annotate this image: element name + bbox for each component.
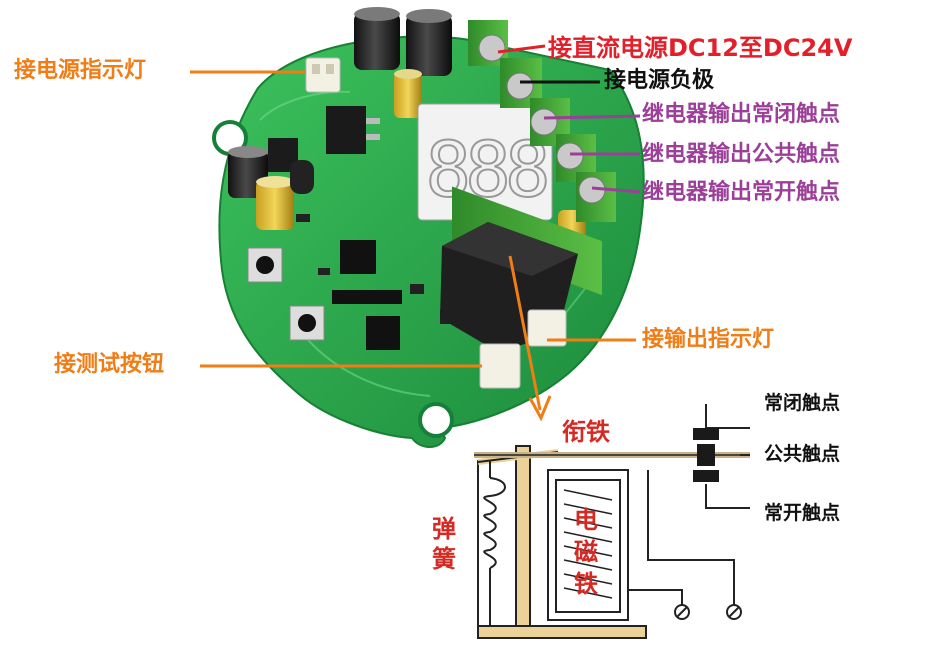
optocoupler-chip bbox=[366, 316, 400, 350]
label-power-indicator: 接电源指示灯 bbox=[14, 58, 147, 83]
label-armature: 衔铁 bbox=[562, 418, 610, 446]
regulator-chip bbox=[326, 106, 380, 154]
label-no: 常开触点 bbox=[764, 502, 841, 524]
contact-points bbox=[674, 428, 742, 620]
test-button-connector bbox=[479, 343, 521, 389]
label-output-indicator: 接输出指示灯 bbox=[642, 327, 775, 352]
capacitor-small-gold-top bbox=[394, 69, 422, 118]
label-no-contact: 继电器输出常开触点 bbox=[642, 180, 841, 205]
label-spring: 弹簧 bbox=[432, 515, 456, 573]
leader-lines bbox=[190, 44, 641, 422]
label-nc-contact: 继电器输出常闭触点 bbox=[642, 102, 841, 127]
capacitor-left-gold bbox=[256, 176, 294, 230]
label-com: 公共触点 bbox=[764, 443, 841, 465]
label-test-button: 接测试按钮 bbox=[54, 352, 165, 377]
reset-button bbox=[247, 247, 283, 283]
label-negative: 接电源负极 bbox=[604, 68, 715, 93]
label-electromagnet: 电磁铁 bbox=[574, 506, 598, 598]
capacitor-top-left bbox=[354, 7, 400, 70]
inductor bbox=[290, 160, 314, 194]
label-dc-input: 接直流电源DC12至DC24V bbox=[548, 34, 853, 62]
mcu-chip bbox=[340, 240, 376, 274]
power-indicator-connector bbox=[305, 57, 341, 93]
label-com-contact: 继电器输出公共触点 bbox=[642, 142, 841, 167]
test-button bbox=[289, 305, 325, 341]
capacitor-top-right bbox=[406, 9, 452, 76]
label-nc: 常闭触点 bbox=[764, 392, 841, 414]
output-indicator-connector bbox=[527, 309, 567, 347]
seven-segment-display: 888 bbox=[417, 103, 553, 221]
